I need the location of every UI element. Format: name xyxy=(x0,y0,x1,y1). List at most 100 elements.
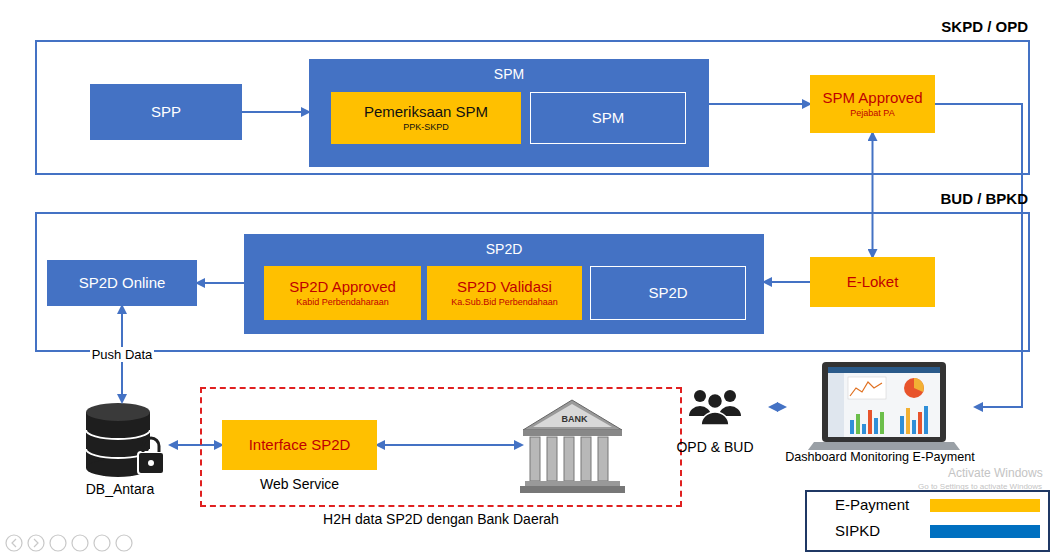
slide-controls-part xyxy=(12,539,38,547)
connector-arrow xyxy=(377,444,522,446)
process-box: SPM xyxy=(530,92,686,144)
legend-row: E-Payment xyxy=(807,492,1048,518)
group-box: SPM Pemeriksaan SPM PPK-SKPD SPM xyxy=(309,59,709,167)
shape-part xyxy=(598,437,608,481)
legend-text: SIPKD xyxy=(835,522,930,539)
shape-part xyxy=(530,437,540,481)
shape-part xyxy=(924,406,928,434)
shape-part xyxy=(862,424,866,434)
process-box: SPP xyxy=(90,84,242,140)
node-title: SPM xyxy=(309,66,709,82)
database-icon-part xyxy=(138,452,164,474)
node-title: H2H data SP2D dengan Bank Daerah xyxy=(202,511,680,527)
people-icon-part xyxy=(724,390,736,402)
icon-node: DB_Antara xyxy=(70,402,170,497)
connector-arrow xyxy=(709,103,810,105)
process-box: Interface SP2DWeb Service xyxy=(222,420,377,470)
process-box: SP2D xyxy=(590,266,746,320)
laptop-icon-part xyxy=(904,378,924,398)
legend-swatch xyxy=(930,499,1040,512)
bank-icon-part xyxy=(523,430,622,436)
node-title: SP2D Online xyxy=(79,274,166,291)
people-icon-part xyxy=(708,394,723,409)
node-title: Dashboard Monitoring E-Payment xyxy=(785,450,975,464)
watermark-text: Activate Windows xyxy=(948,466,1043,480)
slide-controls-part xyxy=(72,535,88,551)
shape-part xyxy=(906,408,910,434)
bank-icon xyxy=(520,400,625,493)
slide-controls-part xyxy=(94,535,110,551)
swimlane-band: BUD / BPKDSP2D OnlineSP2DSP2D ApprovedKa… xyxy=(35,212,1030,352)
node-title: SPM xyxy=(592,109,625,126)
connector-arrow xyxy=(170,444,222,446)
icon-node: OPD & BUD xyxy=(660,385,770,455)
process-box: E-Loket xyxy=(810,257,935,307)
laptop-icon-part xyxy=(848,377,886,399)
legend-box: E-PaymentSIPKD xyxy=(805,490,1050,552)
shape-part xyxy=(868,410,872,434)
slide-controls-part xyxy=(116,535,132,551)
connector-label: Push Data xyxy=(90,347,155,362)
process-box: SPM ApprovedPejabat PA xyxy=(810,75,935,133)
node-title: SP2D Approved xyxy=(289,278,396,295)
process-box: SP2D Online xyxy=(47,260,197,306)
node-title: DB_Antara xyxy=(86,481,154,497)
boundary-region: H2H data SP2D dengan Bank DaerahInterfac… xyxy=(200,387,682,507)
process-box: SP2D ValidasiKa.Sub.Bid Perbendahaan xyxy=(427,266,582,320)
node-title: Interface SP2D xyxy=(249,436,351,453)
database-icon-part xyxy=(143,438,159,452)
database-icon-part xyxy=(86,430,150,439)
people-icon xyxy=(689,390,741,425)
laptop-icon-part xyxy=(850,382,882,396)
node-title: SP2D xyxy=(648,284,687,301)
node-subtitle: Web Service xyxy=(202,476,397,492)
node-subtitle: Ka.Sub.Bid Perbendahaan xyxy=(451,297,558,307)
laptop-icon-part xyxy=(828,367,940,437)
node-subtitle: Pejabat PA xyxy=(850,108,894,118)
connector-arrow xyxy=(764,281,810,283)
node-title: SP2D xyxy=(244,241,764,257)
shape-part xyxy=(547,437,557,481)
laptop-icon xyxy=(808,362,960,450)
shape xyxy=(530,437,608,481)
bank-icon-part xyxy=(533,404,612,427)
node-title: BUD / BPKD xyxy=(940,190,1028,207)
slide-controls-part xyxy=(6,535,22,551)
slide-controls-part xyxy=(50,535,66,551)
bank-icon-part xyxy=(525,481,620,486)
shape-part xyxy=(850,420,854,434)
slide-controls xyxy=(6,535,132,551)
icon-node: Dashboard Monitoring E-Payment xyxy=(785,360,975,490)
bank-node: BANK xyxy=(522,400,627,497)
node-title: SP2D Validasi xyxy=(457,278,552,295)
shape-part xyxy=(856,414,860,434)
bank-icon-part xyxy=(523,400,622,430)
shape-part xyxy=(912,420,916,434)
node-title: Pemeriksaan SPM xyxy=(364,103,488,120)
shape-part xyxy=(874,418,878,434)
shape xyxy=(850,406,928,434)
database-icon xyxy=(86,403,164,477)
legend-text: E-Payment xyxy=(835,496,930,513)
group-box: SP2DSP2D ApprovedKabid PerbendaharaanSP2… xyxy=(244,234,764,334)
process-box: Pemeriksaan SPM PPK-SKPD xyxy=(331,92,521,144)
connector-arrow xyxy=(242,111,309,113)
node-title: BANK xyxy=(562,414,588,424)
laptop-icon-part xyxy=(808,442,960,450)
shape-part xyxy=(581,437,591,481)
node-subtitle: PPK-SKPD xyxy=(403,122,449,132)
connector-arrow xyxy=(197,282,244,284)
node-title: SPM Approved xyxy=(822,89,922,106)
shape-part xyxy=(918,412,922,434)
slide-controls-part xyxy=(28,535,44,551)
legend-row: SIPKD xyxy=(807,518,1048,544)
process-box: SP2D ApprovedKabid Perbendaharaan xyxy=(264,266,421,320)
laptop-icon-part xyxy=(822,362,946,442)
laptop-icon-part xyxy=(828,367,940,373)
shape-part xyxy=(900,416,904,434)
bank-icon-part xyxy=(520,486,625,493)
swimlane-band: SKPD / OPDSPPSPMPemeriksaan SPMPPK-SKPDS… xyxy=(35,40,1030,175)
node-title: SPP xyxy=(151,103,181,120)
